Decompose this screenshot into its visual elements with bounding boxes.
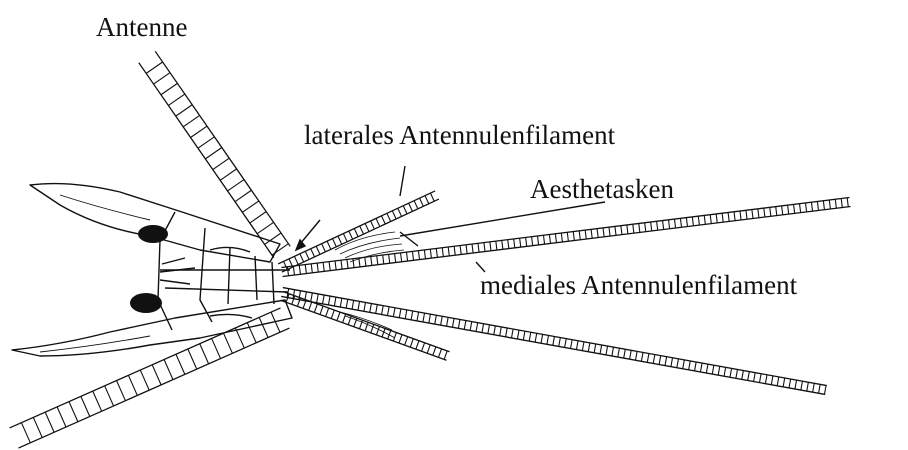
label-aesthetasken: Aesthetasken: [530, 176, 674, 203]
label-medial-filament: mediales Antennulenfilament: [480, 272, 797, 299]
eye-lower: [130, 293, 162, 313]
medial-filament-lower: [281, 288, 827, 395]
label-lateral-filament: laterales Antennulenfilament: [304, 122, 615, 149]
antenna-lower: [10, 308, 290, 448]
label-antenne: Antenne: [96, 14, 187, 41]
eye-upper: [138, 225, 168, 243]
aesthetasc-tufts: [335, 232, 404, 338]
segmented-appendages: [10, 51, 851, 448]
